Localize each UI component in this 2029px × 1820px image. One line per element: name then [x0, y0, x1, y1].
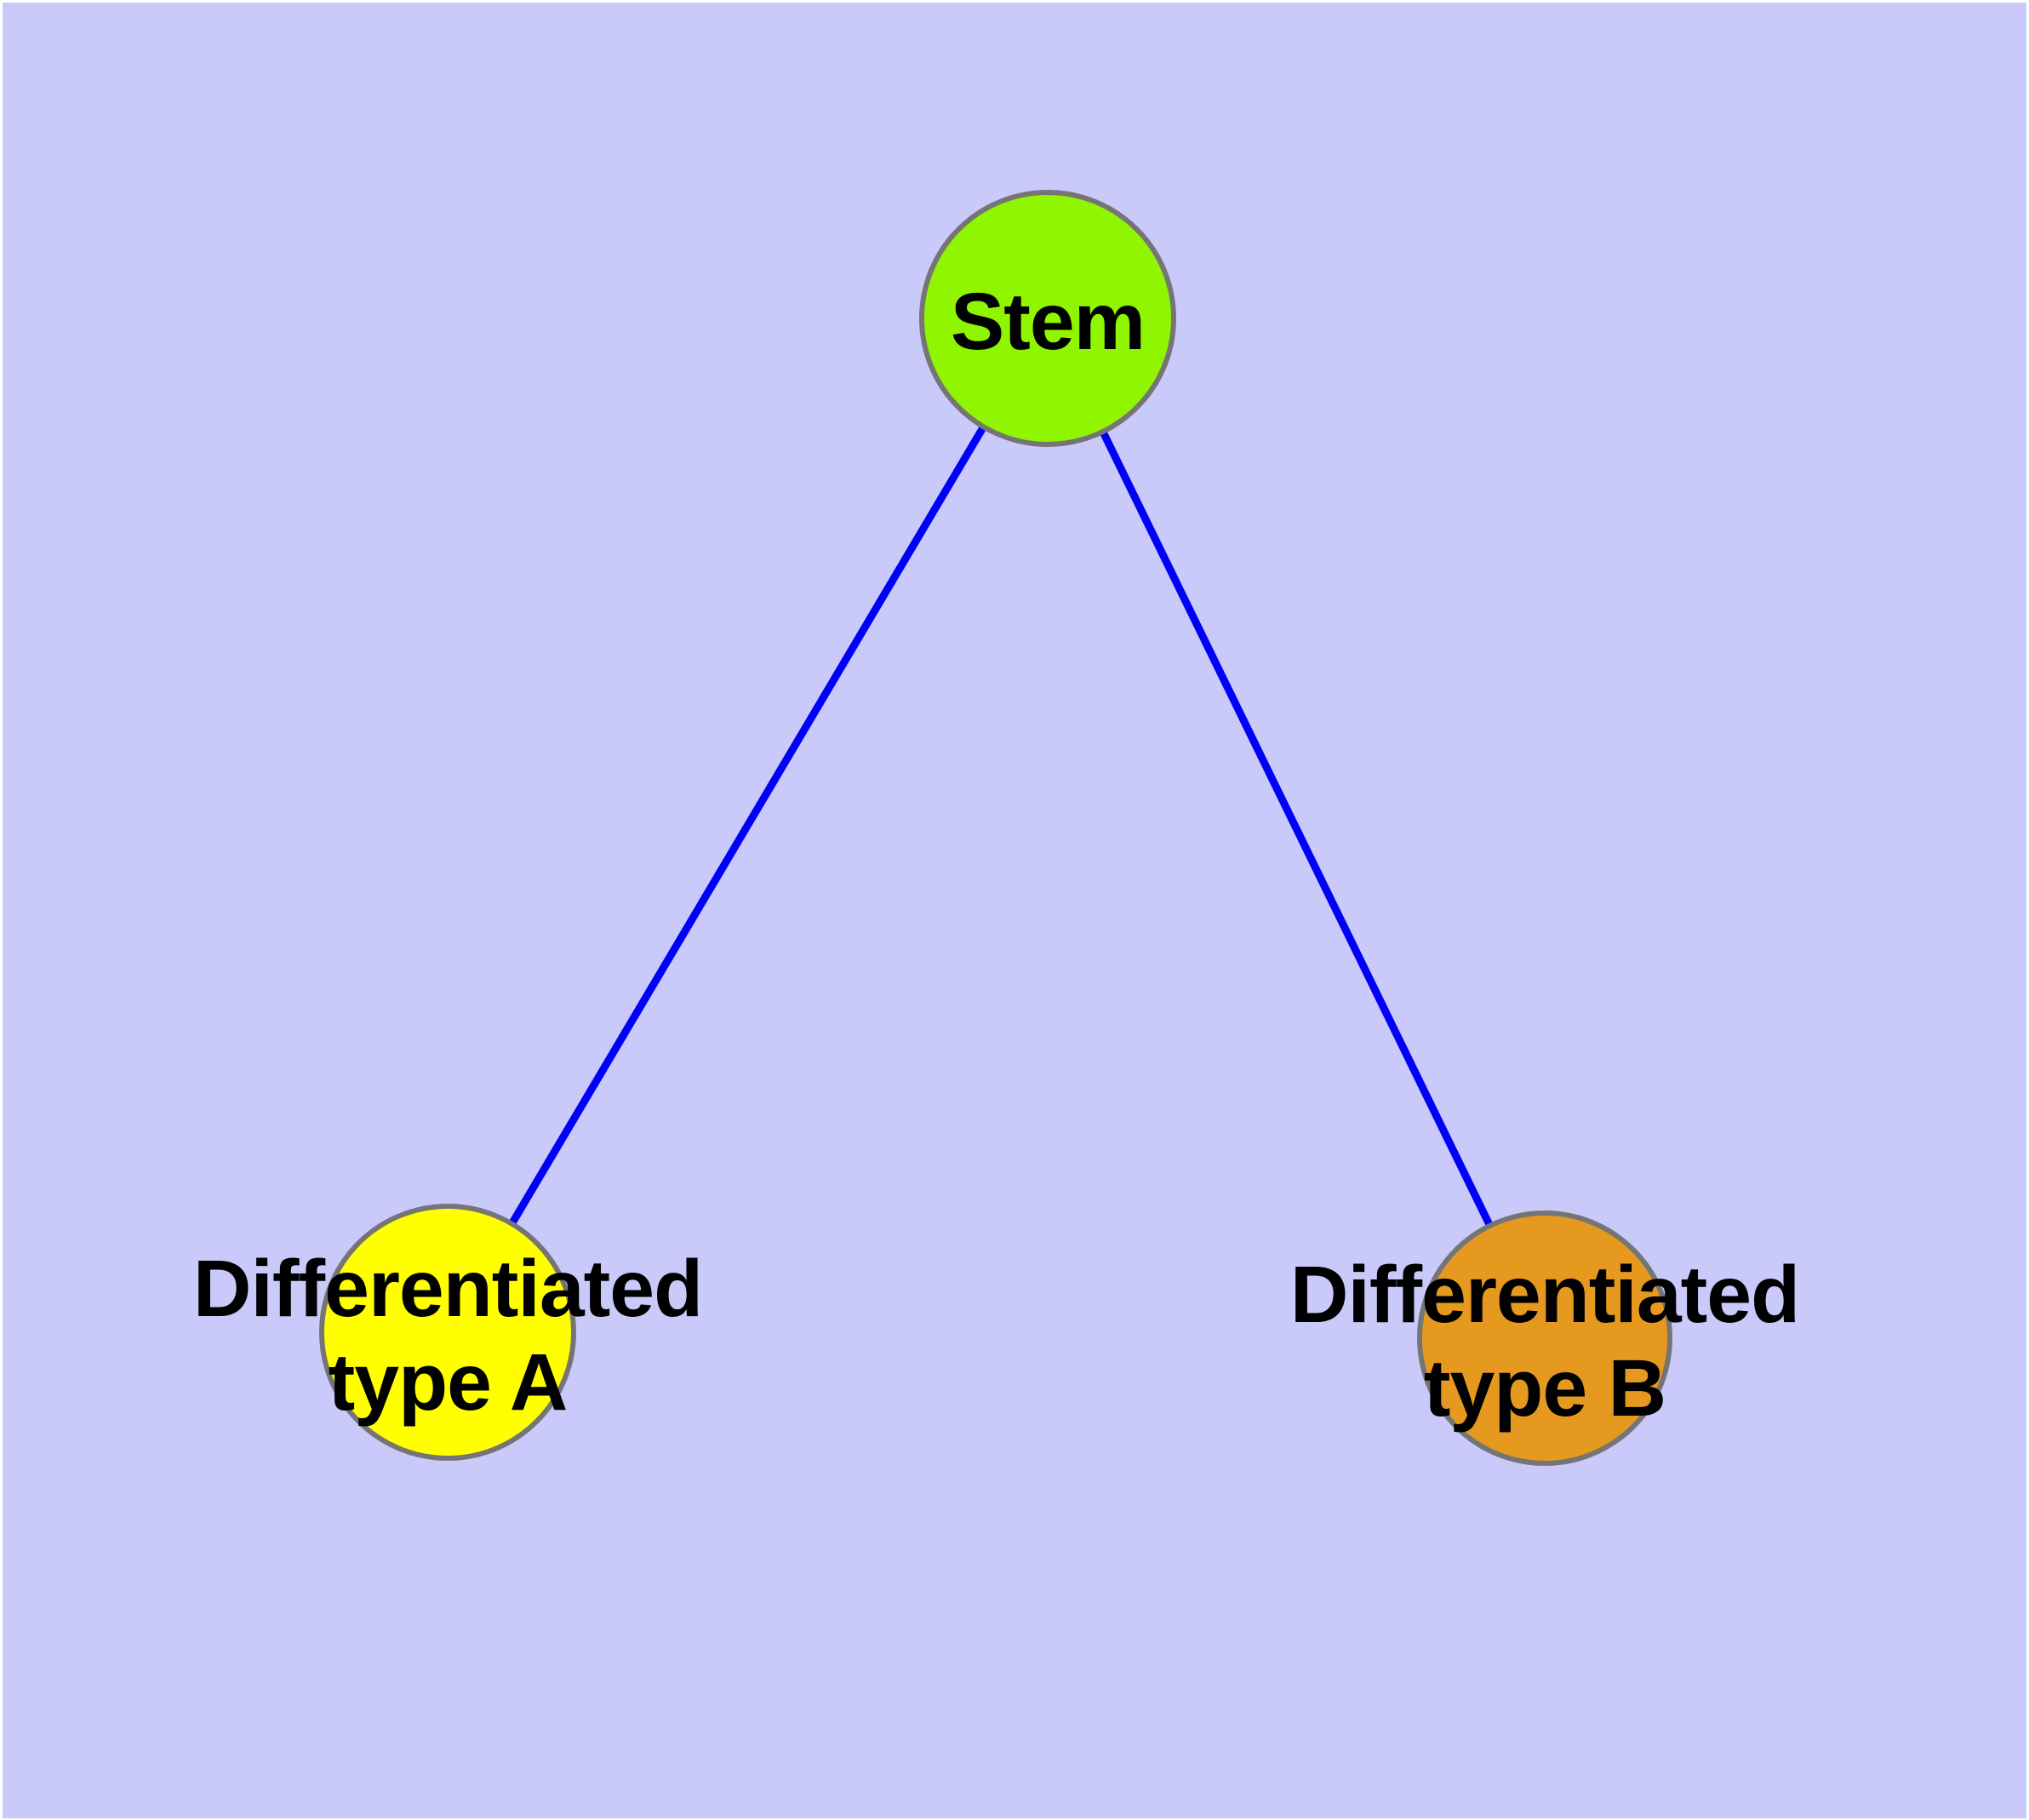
- node-type-a: [319, 1204, 576, 1461]
- label-line: type B: [1423, 1343, 1666, 1434]
- label-line: type A: [328, 1337, 569, 1428]
- node-label-type-b: Differentiated type B: [1289, 1248, 1800, 1435]
- edge-stem-to-type-a: [444, 316, 1051, 1335]
- node-label-stem: Stem: [950, 275, 1146, 369]
- label-line: Differentiated: [1289, 1250, 1800, 1340]
- node-type-b: [1417, 1210, 1672, 1466]
- node-label-type-a: Differentiated type A: [192, 1242, 703, 1429]
- node-stem: [919, 190, 1176, 447]
- label-line: Stem: [950, 277, 1146, 367]
- label-line: Differentiated: [192, 1244, 703, 1334]
- edge-stem-to-type-b: [1043, 317, 1549, 1340]
